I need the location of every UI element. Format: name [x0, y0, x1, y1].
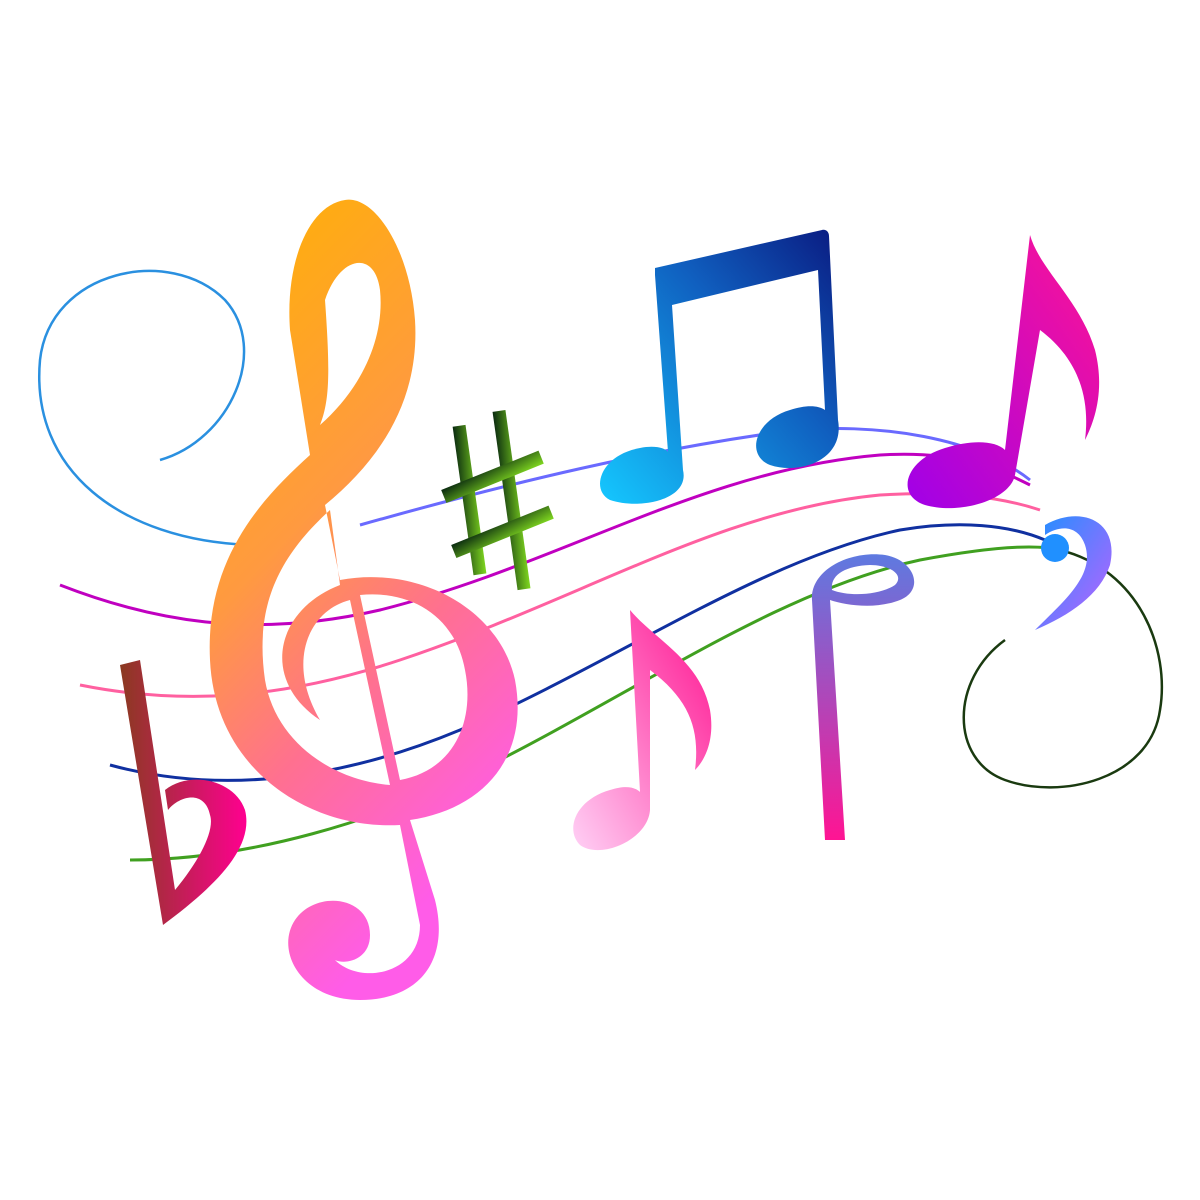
treble-clef [209, 199, 518, 1000]
beamed-eighth-notes [600, 229, 839, 504]
blue-swirl [37, 269, 251, 547]
eighth-note-center [573, 610, 712, 851]
quarter-note-outline [811, 554, 915, 840]
eighth-note-right [907, 235, 1100, 509]
flat-sign [120, 660, 247, 925]
bass-clef-swirl [962, 516, 1164, 789]
sharp-sign [441, 410, 554, 591]
